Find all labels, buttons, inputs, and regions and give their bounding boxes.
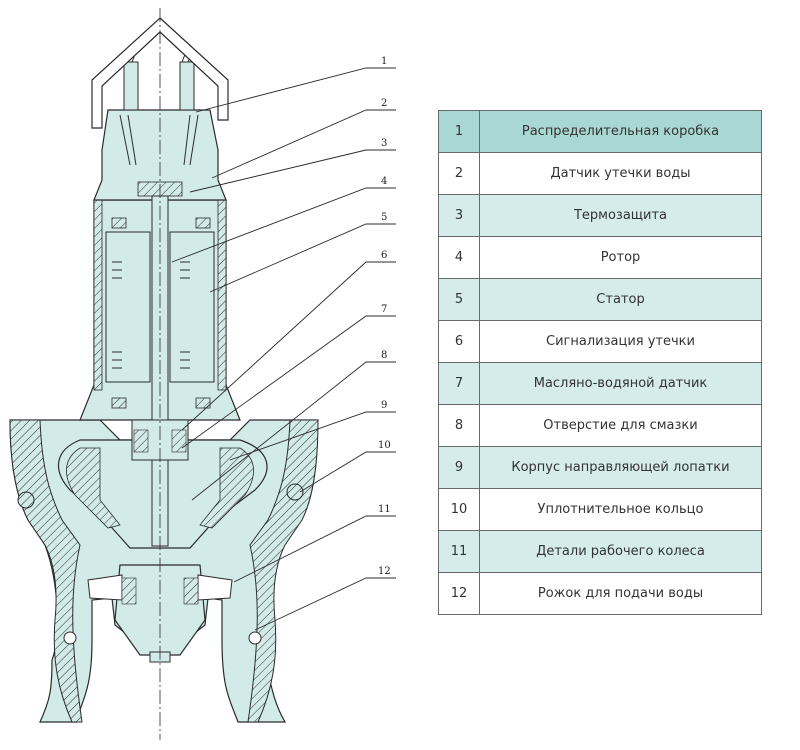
part-name: Корпус направляющей лопатки xyxy=(479,446,762,489)
callout-8: 8 xyxy=(381,350,387,361)
table-row: 8 Отверстие для смазки xyxy=(438,404,762,447)
bearing-bottom-right xyxy=(195,397,211,409)
part-name: Масляно-водяной датчик xyxy=(479,362,762,405)
leader-lines xyxy=(171,67,396,631)
part-name: Статор xyxy=(479,278,762,321)
part-name: Детали рабочего колеса xyxy=(479,530,762,573)
part-number: 3 xyxy=(438,194,480,237)
impeller-blade-left xyxy=(87,574,123,601)
callout-5: 5 xyxy=(381,212,387,223)
table-row: 7 Масляно-водяной датчик xyxy=(438,362,762,405)
part-name: Термозащита xyxy=(479,194,762,237)
table-row: 10 Уплотнительное кольцо xyxy=(438,488,762,531)
seal-hatch-right xyxy=(171,429,187,453)
table-row: 11 Детали рабочего колеса xyxy=(438,530,762,573)
seal-hatch-left xyxy=(133,429,149,453)
motor-wall-left xyxy=(93,199,103,391)
part-number: 5 xyxy=(438,278,480,321)
part-number: 9 xyxy=(438,446,480,489)
stator-left xyxy=(105,231,151,383)
parts-legend-table: 1 Распределительная коробка 2 Датчик уте… xyxy=(438,110,762,615)
impeller-blade-right xyxy=(197,574,233,601)
impeller-hatch-left xyxy=(121,577,137,605)
upper-body xyxy=(93,109,227,201)
part-number: 2 xyxy=(438,152,480,195)
part-number: 12 xyxy=(438,572,480,615)
bearing-bottom-left xyxy=(111,397,127,409)
part-name: Распределительная коробка xyxy=(479,110,762,153)
part-number: 6 xyxy=(438,320,480,363)
guide-vane-hatch-right xyxy=(199,447,254,529)
part-name: Сигнализация утечки xyxy=(479,320,762,363)
table-row: 6 Сигнализация утечки xyxy=(438,320,762,363)
part-number: 4 xyxy=(438,236,480,279)
part-number: 10 xyxy=(438,488,480,531)
table-row: 3 Термозащита xyxy=(438,194,762,237)
pump-cross-section-drawing: 1 2 3 4 5 6 7 8 9 10 11 12 xyxy=(9,8,396,740)
callout-3: 3 xyxy=(381,138,387,149)
table-row: 5 Статор xyxy=(438,278,762,321)
table-row: 12 Рожок для подачи воды xyxy=(438,572,762,615)
impeller-hatch-right xyxy=(183,577,199,605)
table-row: 9 Корпус направляющей лопатки xyxy=(438,446,762,489)
part-number: 8 xyxy=(438,404,480,447)
table-row: 1 Распределительная коробка xyxy=(438,110,762,153)
part-number: 7 xyxy=(438,362,480,405)
part-name: Рожок для подачи воды xyxy=(479,572,762,615)
part-name: Отверстие для смазки xyxy=(479,404,762,447)
callout-12: 12 xyxy=(378,566,391,577)
part-name: Ротор xyxy=(479,236,762,279)
table-row: 2 Датчик утечки воды xyxy=(438,152,762,195)
part-name: Уплотнительное кольцо xyxy=(479,488,762,531)
callout-10: 10 xyxy=(378,440,391,451)
callout-7: 7 xyxy=(381,304,387,315)
part-number: 11 xyxy=(438,530,480,573)
callout-4: 4 xyxy=(381,176,387,187)
callout-9: 9 xyxy=(381,400,387,411)
seal-ring-right xyxy=(286,483,304,501)
part-name: Датчик утечки воды xyxy=(479,152,762,195)
port-right xyxy=(248,631,262,645)
callout-11: 11 xyxy=(378,504,391,515)
seal-ring-left xyxy=(17,491,35,509)
bearing-top-right xyxy=(195,217,211,229)
stator-dashes xyxy=(112,261,190,369)
port-left xyxy=(63,631,77,645)
table-row: 4 Ротор xyxy=(438,236,762,279)
motor-wall-right xyxy=(217,199,227,391)
stator-right xyxy=(169,231,215,383)
callout-6: 6 xyxy=(381,250,387,261)
bearing-top-left xyxy=(111,217,127,229)
guide-vane-hatch-left xyxy=(66,447,121,529)
cable-entries xyxy=(119,51,199,166)
part-number: 1 xyxy=(438,110,480,153)
callout-1: 1 xyxy=(381,56,387,67)
callout-2: 2 xyxy=(381,98,387,109)
